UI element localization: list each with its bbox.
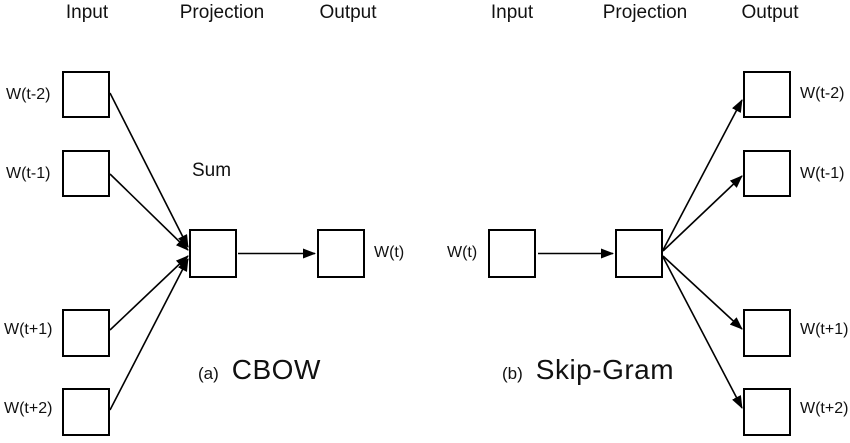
cbow-header-output: Output [319, 2, 377, 23]
cbow-input-box-wt-plus-2 [62, 388, 110, 436]
cbow-input-label-wt-plus-2: W(t+2) [4, 400, 53, 417]
cbow-caption: (a) CBOW [198, 354, 321, 386]
cbow-input-box-wt-minus-1 [62, 150, 110, 197]
skipgram-output-label-wt-plus-2: W(t+2) [800, 400, 849, 417]
skipgram-input-label-wt: W(t) [447, 244, 478, 261]
cbow-output-label-wt: W(t) [374, 244, 405, 261]
cbow-input-box-wt-plus-1 [62, 309, 110, 357]
skipgram-output-label-wt-plus-1: W(t+1) [800, 321, 849, 338]
skipgram-output-label-wt-minus-2: W(t-2) [800, 85, 845, 102]
cbow-input-box-wt-minus-2 [62, 71, 110, 118]
skipgram-header-output: Output [741, 2, 799, 23]
cbow-sum-label: Sum [192, 160, 232, 181]
skipgram-output-box-wt-plus-1 [743, 309, 791, 357]
cbow-input-arrows [109, 92, 189, 411]
cbow-header-projection: Projection [179, 2, 265, 23]
skipgram-caption-index: (b) [502, 364, 523, 383]
cbow-input-label-wt-minus-1: W(t-1) [6, 165, 51, 182]
skipgram-header-projection: Projection [602, 2, 688, 23]
skipgram-output-box-wt-minus-1 [743, 150, 791, 197]
cbow-caption-title: CBOW [231, 354, 321, 385]
skipgram-caption: (b) Skip-Gram [502, 354, 674, 386]
cbow-caption-index: (a) [198, 364, 219, 383]
cbow-projection-box [189, 229, 237, 278]
cbow-output-box [317, 229, 365, 278]
cbow-header-input: Input [65, 2, 109, 23]
cbow-input-label-wt-minus-2: W(t-2) [6, 86, 51, 103]
skipgram-projection-box [615, 229, 663, 278]
skipgram-input-box [488, 229, 536, 278]
skipgram-output-box-wt-plus-2 [743, 388, 791, 436]
cbow-input-label-wt-plus-1: W(t+1) [4, 321, 53, 338]
skipgram-output-box-wt-minus-2 [743, 71, 791, 118]
skipgram-output-label-wt-minus-1: W(t-1) [800, 165, 845, 182]
skipgram-output-arrows [662, 99, 743, 409]
skipgram-header-input: Input [490, 2, 534, 23]
skipgram-caption-title: Skip-Gram [535, 354, 675, 385]
